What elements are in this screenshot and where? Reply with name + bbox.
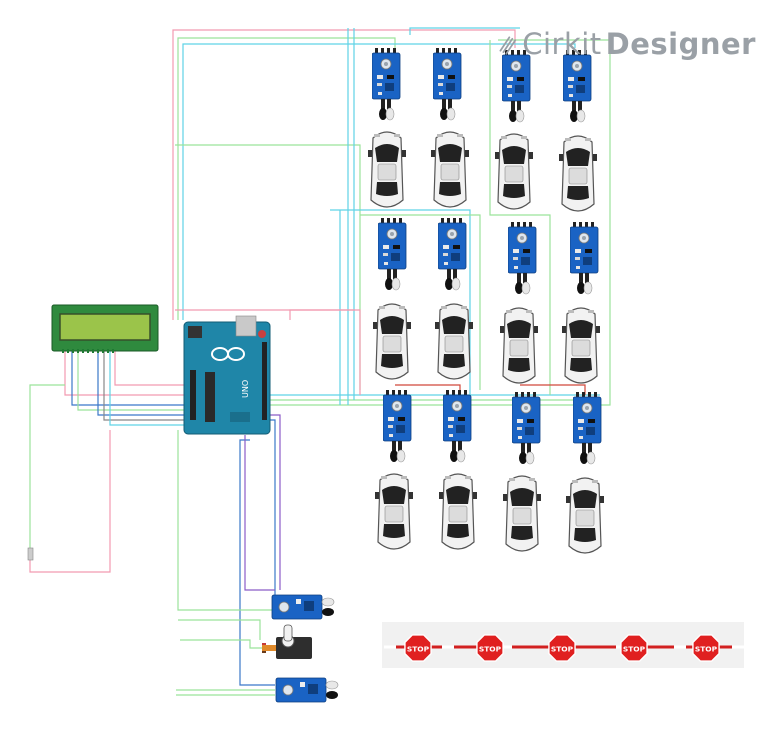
ir-sensor[interactable] bbox=[383, 390, 412, 463]
ir-sensor[interactable] bbox=[372, 48, 401, 121]
stop-sign-icon bbox=[476, 634, 504, 662]
stop-sign-icon bbox=[404, 634, 432, 662]
wire-layer bbox=[29, 27, 611, 696]
logo-text-designer: Designer bbox=[605, 27, 756, 61]
servo-motor[interactable] bbox=[262, 624, 312, 659]
ir-sensor[interactable] bbox=[378, 218, 407, 291]
ir-sensor[interactable] bbox=[570, 222, 599, 295]
car-top-view-icon bbox=[434, 303, 474, 380]
ir-sensor[interactable] bbox=[433, 48, 462, 121]
car-top-view-icon bbox=[430, 131, 470, 208]
jumper-connector bbox=[27, 547, 34, 561]
stop-sign-icon bbox=[692, 634, 720, 662]
cirkit-hand-icon bbox=[499, 36, 517, 55]
stop-sign-icon bbox=[548, 634, 576, 662]
car-top-view-icon bbox=[372, 303, 412, 380]
stop-gate-barrier bbox=[382, 622, 744, 668]
car-top-view-icon bbox=[438, 473, 478, 550]
ir-sensor[interactable] bbox=[508, 222, 537, 295]
lcd-display[interactable] bbox=[51, 304, 159, 353]
logo-text-cirkit: Cirkit bbox=[522, 27, 602, 61]
ir-sensor[interactable] bbox=[512, 392, 541, 465]
car-top-view-icon bbox=[565, 477, 605, 554]
exit-sensor[interactable] bbox=[275, 677, 339, 703]
ir-sensor[interactable] bbox=[573, 392, 602, 465]
parking-grid bbox=[367, 48, 605, 554]
car-top-view-icon bbox=[558, 135, 598, 212]
arduino-uno-board[interactable]: UNO bbox=[183, 315, 271, 435]
entry-sensor[interactable] bbox=[271, 594, 335, 620]
ir-sensor[interactable] bbox=[443, 390, 472, 463]
car-top-view-icon bbox=[374, 473, 414, 550]
car-top-view-icon bbox=[367, 131, 407, 208]
cirkit-designer-logo: Cirkit Designer bbox=[496, 24, 756, 64]
car-top-view-icon bbox=[499, 307, 539, 384]
car-top-view-icon bbox=[494, 133, 534, 210]
stop-sign-icon bbox=[620, 634, 648, 662]
car-top-view-icon bbox=[502, 475, 542, 552]
arduino-board-label: UNO bbox=[241, 380, 250, 398]
arduino-infinity-icon bbox=[211, 347, 245, 361]
ir-sensor[interactable] bbox=[438, 218, 467, 291]
car-top-view-icon bbox=[561, 307, 601, 384]
